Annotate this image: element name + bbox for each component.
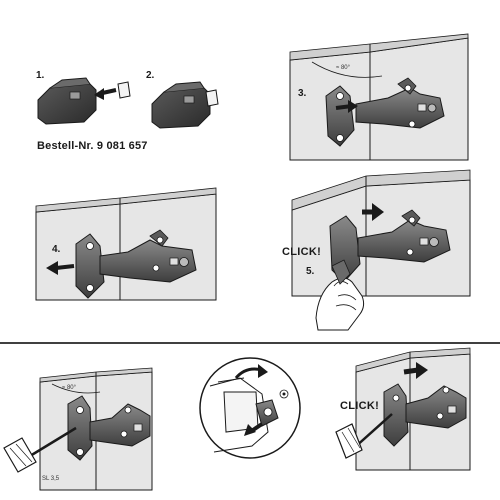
screwdriver-icon-2 <box>353 413 393 449</box>
screwdriver-size-label: SL 3,5 <box>42 476 60 482</box>
step-2-label: 2. <box>146 70 155 81</box>
angle-label-top: ≈ 80° <box>336 65 351 71</box>
adjust-screw-illustration <box>3 367 153 491</box>
step-1-label: 1. <box>36 70 45 81</box>
click-arrow-icon <box>372 203 384 221</box>
angle-label-bottom: ≈ 80° <box>62 385 77 391</box>
angle-arc <box>311 61 383 78</box>
bottom-click-illustration <box>335 347 471 471</box>
step-5-label: 5. <box>306 266 315 277</box>
pull-arrow-shaft <box>55 264 75 270</box>
order-number: Bestell-Nr. 9 081 657 <box>37 140 148 152</box>
bottom-click-arrow-icon <box>416 362 428 379</box>
pull-arrow-icon <box>46 261 58 275</box>
step4-cabinet-illustration <box>35 187 217 301</box>
bottom-click-arrow-shaft <box>403 367 419 375</box>
insert-arrow-icon <box>94 88 104 100</box>
step1-clip-illustration <box>37 77 131 125</box>
step-3-label: 3. <box>298 88 307 99</box>
clip-detail-illustration <box>199 357 301 459</box>
rotate-arrow-icon <box>258 364 268 378</box>
screwdriver-icon <box>29 426 77 458</box>
step-4-label: 4. <box>52 244 61 255</box>
hand-icon <box>315 277 365 331</box>
press-arrow-icon <box>244 424 256 436</box>
click-label-bottom: CLICK! <box>340 400 380 412</box>
step5-cabinet-illustration <box>291 169 471 331</box>
step2-clip-illustration <box>151 81 219 129</box>
click-label-top: CLICK! <box>282 246 322 258</box>
push-arrow-icon <box>348 100 358 113</box>
step3-cabinet-illustration <box>289 33 469 161</box>
